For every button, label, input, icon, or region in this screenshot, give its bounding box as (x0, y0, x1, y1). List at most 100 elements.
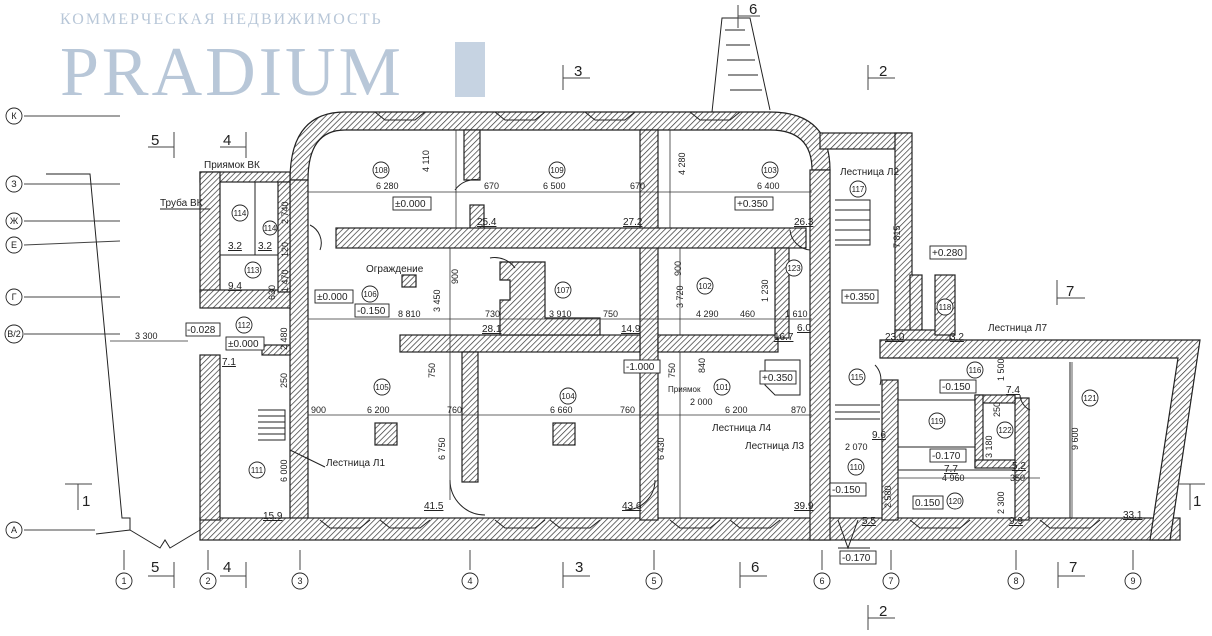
svg-text:3 180: 3 180 (984, 435, 994, 458)
room-106: 106 (361, 285, 379, 303)
area: 5.2 (1012, 461, 1026, 472)
svg-text:3 720: 3 720 (675, 285, 685, 308)
section-7-right: 7 (1056, 280, 1085, 305)
svg-text:103: 103 (763, 166, 777, 175)
area: 33.1 (1123, 510, 1143, 521)
svg-text:-0.028: -0.028 (187, 325, 216, 336)
section-4-bottom: 4 (220, 559, 247, 588)
svg-text:2: 2 (205, 576, 210, 586)
svg-text:2: 2 (879, 63, 887, 80)
svg-text:-0.150: -0.150 (357, 306, 386, 317)
svg-text:5: 5 (651, 576, 656, 586)
svg-text:120: 120 (280, 242, 290, 257)
svg-text:4: 4 (467, 576, 472, 586)
svg-text:-1.000: -1.000 (626, 362, 655, 373)
svg-text:2 000: 2 000 (690, 397, 713, 407)
svg-text:760: 760 (620, 405, 635, 415)
svg-text:250: 250 (992, 402, 1002, 417)
dimension-lines (308, 130, 1073, 518)
room-119: 119 (928, 412, 946, 430)
label-fence: Ограждение (366, 264, 424, 275)
svg-text:750: 750 (667, 363, 677, 378)
section-6-top: 6 (737, 1, 760, 28)
area: 7.7 (944, 464, 958, 475)
area: 14.9 (621, 324, 641, 335)
svg-text:1 470: 1 470 (280, 269, 290, 292)
svg-text:6 400: 6 400 (757, 181, 780, 191)
svg-text:+0.350: +0.350 (762, 373, 793, 384)
axis-letters: К З Ж Е Г В/2 А (4, 107, 24, 539)
room-108: 108 (372, 161, 390, 179)
svg-text:111: 111 (251, 466, 264, 475)
area: 3.2 (258, 241, 272, 252)
svg-text:5: 5 (151, 559, 159, 576)
svg-text:-0.150: -0.150 (832, 485, 861, 496)
label-pit: Приямок (668, 385, 701, 394)
room-120: 120 (946, 492, 964, 510)
svg-text:Ж: Ж (10, 216, 19, 226)
svg-text:3: 3 (297, 576, 302, 586)
svg-text:1: 1 (1193, 493, 1201, 510)
svg-text:8: 8 (1013, 576, 1018, 586)
svg-text:1 610: 1 610 (785, 309, 808, 319)
dimensions-horizontal: 6 280 670 6 500 670 6 400 8 810 730 3 91… (135, 181, 1025, 483)
svg-text:114: 114 (234, 209, 247, 218)
svg-text:122: 122 (998, 426, 1012, 435)
area: 6.0 (797, 323, 811, 334)
svg-text:460: 460 (740, 309, 755, 319)
svg-text:900: 900 (450, 269, 460, 284)
svg-text:900: 900 (311, 405, 326, 415)
svg-text:107: 107 (556, 286, 570, 295)
svg-text:123: 123 (787, 264, 801, 273)
svg-text:3 910: 3 910 (549, 309, 572, 319)
svg-text:4: 4 (223, 559, 231, 576)
room-107: 107 (554, 281, 572, 299)
area: 3.2 (228, 241, 242, 252)
svg-text:106: 106 (363, 290, 377, 299)
svg-text:7: 7 (888, 576, 893, 586)
room-118: 118 (936, 298, 954, 316)
svg-text:±0.000: ±0.000 (317, 292, 348, 303)
svg-text:116: 116 (969, 366, 982, 375)
svg-text:104: 104 (561, 392, 575, 401)
watermark-brand: PRADIUM (60, 34, 404, 111)
svg-text:6 430: 6 430 (656, 437, 666, 460)
room-117: 117 (849, 180, 867, 198)
svg-text:±0.000: ±0.000 (395, 199, 426, 210)
room-103: 103 (761, 161, 779, 179)
label-stair-l2: Лестница Л2 (840, 167, 899, 178)
svg-text:900: 900 (673, 261, 683, 276)
svg-text:3: 3 (574, 63, 582, 80)
svg-text:112: 112 (238, 321, 251, 330)
svg-text:670: 670 (630, 181, 645, 191)
svg-text:Г: Г (12, 292, 17, 302)
area: 9.9 (1009, 516, 1023, 527)
svg-text:2 580: 2 580 (883, 485, 893, 508)
walls (199, 17, 1201, 550)
svg-text:109: 109 (550, 166, 564, 175)
svg-text:1: 1 (82, 493, 90, 510)
area: 23.0 (885, 332, 905, 343)
svg-text:750: 750 (427, 363, 437, 378)
room-121: 121 (1081, 389, 1099, 407)
area: 16.7 (774, 332, 794, 343)
svg-text:760: 760 (447, 405, 462, 415)
area: 7.4 (1006, 385, 1020, 396)
svg-text:7: 7 (1069, 559, 1077, 576)
room-114b: 114 (262, 220, 278, 236)
svg-text:120: 120 (948, 497, 962, 506)
svg-text:630: 630 (267, 285, 277, 300)
room-123: 123 (785, 259, 803, 277)
svg-text:4 110: 4 110 (421, 150, 431, 172)
svg-text:7: 7 (1066, 283, 1074, 300)
dimensions-vertical: 4 110 4 280 900 3 450 900 3 720 1 230 75… (267, 150, 1080, 514)
svg-text:870: 870 (791, 405, 806, 415)
watermark-logo (455, 42, 485, 97)
svg-text:110: 110 (850, 463, 863, 472)
svg-text:6: 6 (819, 576, 824, 586)
room-numbers: 108 109 103 117 106 107 102 123 118 112 … (231, 161, 1099, 510)
svg-text:4 960: 4 960 (942, 473, 965, 483)
svg-text:К: К (11, 111, 17, 121)
svg-text:670: 670 (484, 181, 499, 191)
section-3-top: 3 (562, 63, 590, 90)
